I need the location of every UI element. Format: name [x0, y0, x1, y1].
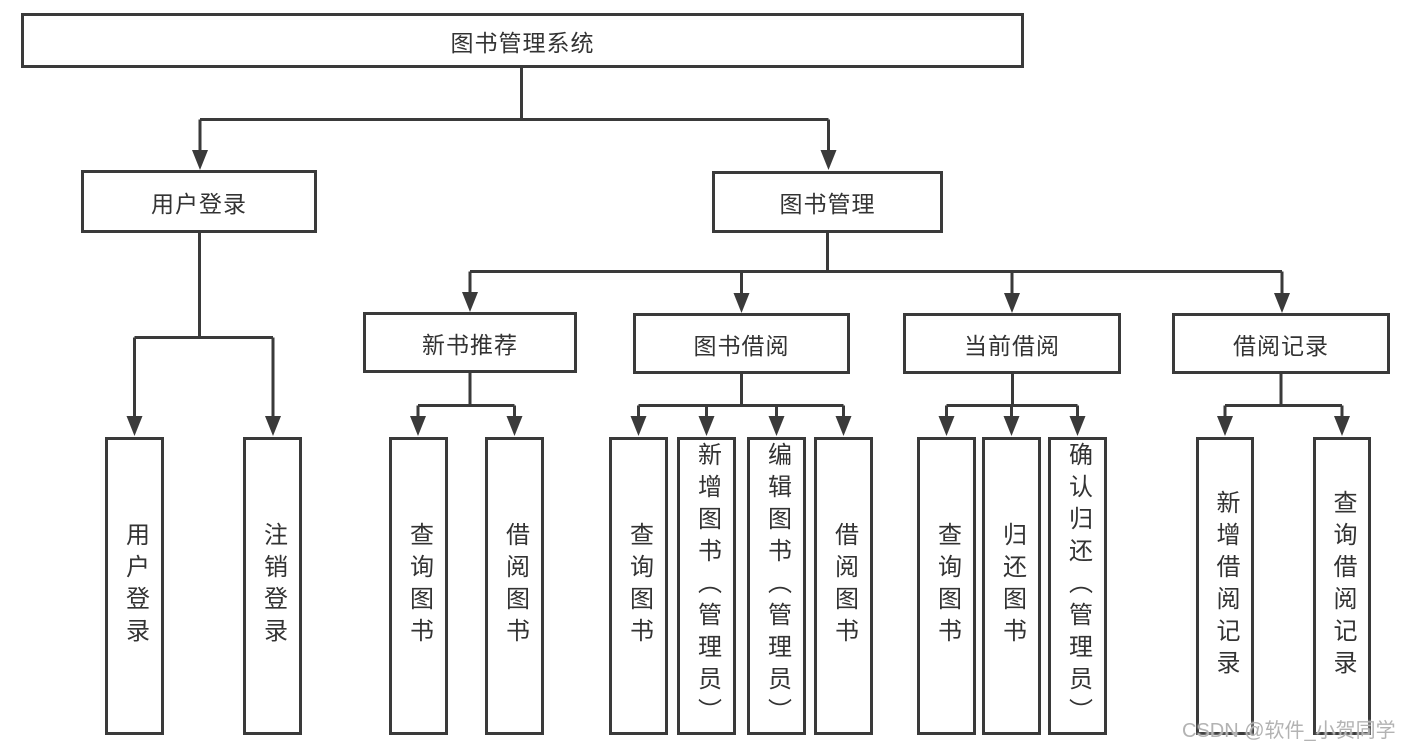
node-borrow-records: 借阅记录 [1172, 313, 1390, 374]
node-current-borrow: 当前借阅 [903, 313, 1121, 374]
node-library-management-system: 图书管理系统 [21, 13, 1024, 68]
leaf-query-books-recommend: 查询图书 [389, 437, 448, 735]
leaf-query-borrow-record: 查询借阅记录 [1313, 437, 1371, 735]
leaf-user-login: 用户登录 [105, 437, 164, 735]
leaf-query-books-borrow: 查询图书 [609, 437, 668, 735]
leaf-borrow-books: 借阅图书 [814, 437, 873, 735]
leaf-add-books-admin: 新增图书（管理员） [677, 437, 736, 735]
leaf-return-books: 归还图书 [982, 437, 1041, 735]
node-new-book-recommend: 新书推荐 [363, 312, 577, 373]
node-book-management: 图书管理 [712, 171, 943, 233]
node-book-borrow: 图书借阅 [633, 313, 850, 374]
leaf-query-books-current: 查询图书 [917, 437, 976, 735]
leaf-borrow-books-recommend: 借阅图书 [485, 437, 544, 735]
leaf-edit-books-admin: 编辑图书（管理员） [747, 437, 806, 735]
leaf-add-borrow-record: 新增借阅记录 [1196, 437, 1254, 735]
node-user-login: 用户登录 [81, 170, 317, 233]
leaf-logout: 注销登录 [243, 437, 302, 735]
leaf-confirm-return-admin: 确认归还（管理员） [1048, 437, 1107, 735]
csdn-watermark: CSDN @软件_小贺同学 [1182, 720, 1396, 742]
